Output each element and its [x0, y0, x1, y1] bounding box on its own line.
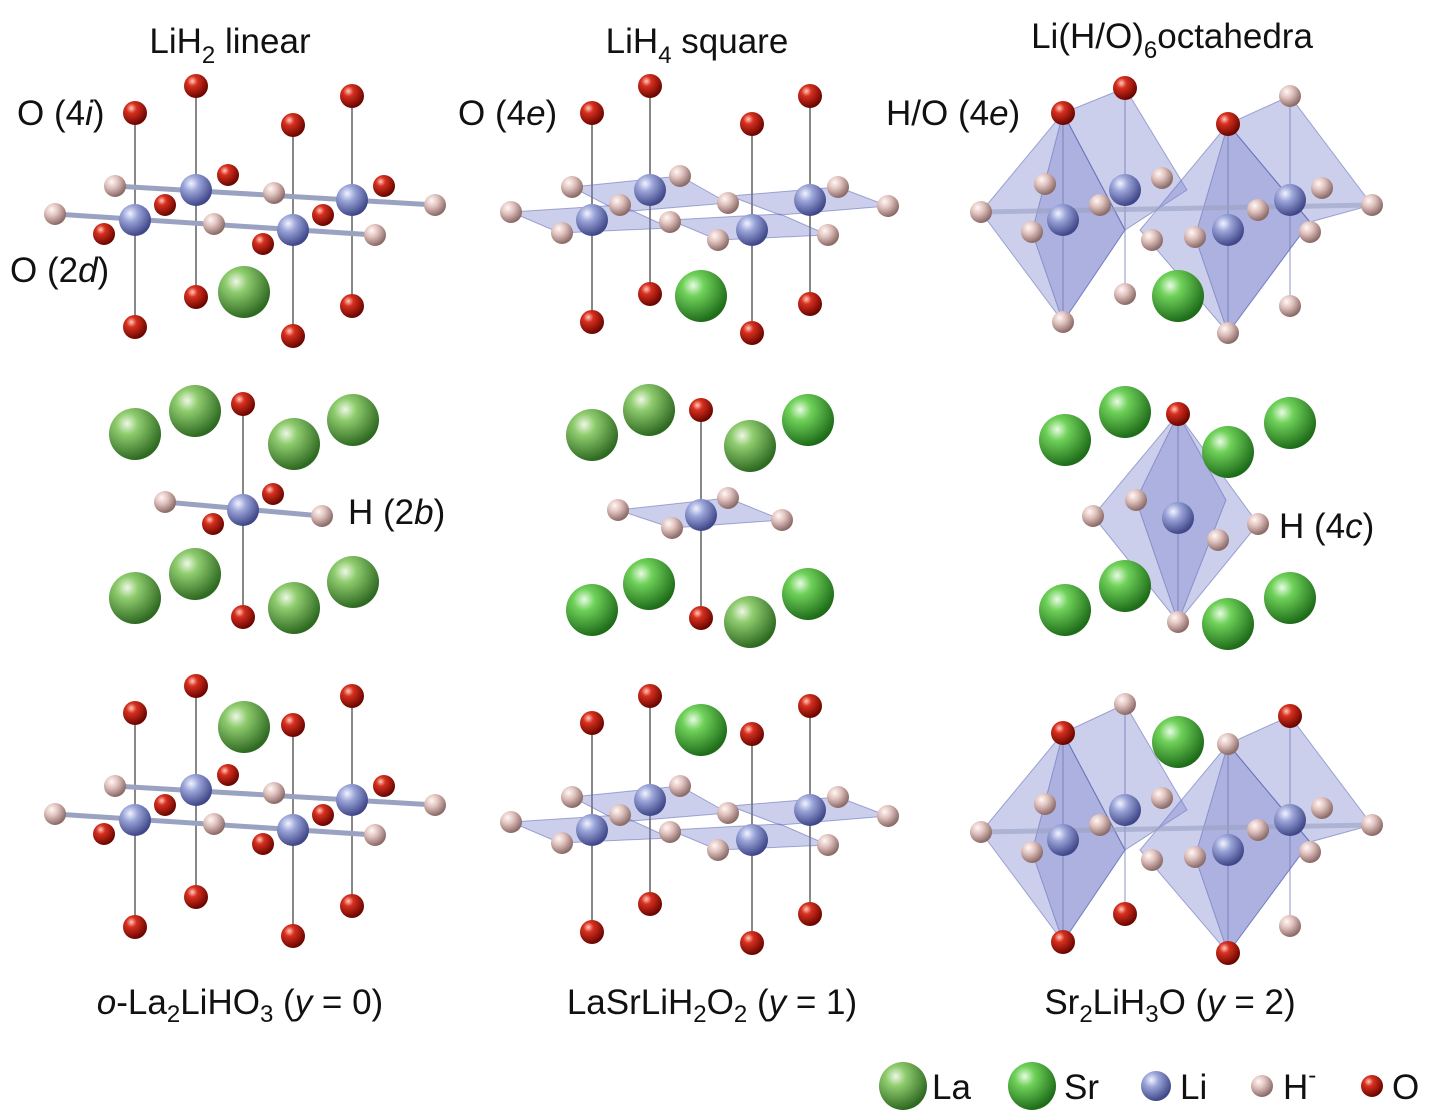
label-ho-4e: H/O (4e) — [886, 94, 1020, 133]
label-h-2b: H (2b) — [348, 493, 445, 532]
legend-item-h: H- — [1251, 1062, 1316, 1107]
li-sphere-icon — [1141, 1071, 1171, 1101]
octa-middle — [1039, 386, 1316, 650]
legend: La Sr Li H- O — [879, 1062, 1419, 1110]
square-middle — [566, 384, 834, 648]
label-o-2d: O (2d) — [10, 251, 109, 290]
linear-middle — [109, 385, 379, 634]
la-sphere-icon — [879, 1062, 927, 1110]
legend-label: O — [1392, 1068, 1419, 1107]
legend-item-o: O — [1361, 1068, 1419, 1107]
h-sphere-icon — [1251, 1075, 1273, 1097]
label-o-4e: O (4e) — [458, 94, 557, 133]
legend-item-sr: Sr — [1008, 1062, 1099, 1110]
la-sr-atom — [675, 270, 727, 322]
title-linear: LiH2 linear — [149, 22, 311, 69]
la-atom — [218, 266, 270, 318]
sr-sphere-icon — [1008, 1062, 1056, 1110]
legend-label: Li — [1180, 1068, 1207, 1107]
o-atoms-4i — [123, 74, 364, 348]
legend-label: Sr — [1064, 1068, 1099, 1107]
o-sphere-icon — [1361, 1075, 1383, 1097]
h-atoms — [44, 175, 446, 246]
legend-item-la: La — [879, 1062, 971, 1110]
label-h-4c: H (4c) — [1279, 507, 1374, 546]
o-atoms-2d — [93, 164, 395, 255]
square-bottom — [500, 684, 899, 955]
linear-bottom — [44, 674, 446, 948]
octa-structure — [970, 76, 1383, 344]
legend-item-li: Li — [1141, 1068, 1207, 1107]
label-o-4i: O (4i) — [17, 94, 105, 133]
title-octahedra: Li(H/O)6octahedra — [1031, 17, 1313, 64]
legend-label: H- — [1283, 1062, 1316, 1107]
octa-bottom — [970, 693, 1383, 965]
title-square: LiH4 square — [606, 22, 789, 69]
compound-label-y0: o-La2LiHO3 (y = 0) — [97, 983, 383, 1028]
legend-label: La — [932, 1068, 971, 1107]
li-atoms — [119, 174, 368, 246]
square-structure — [500, 74, 899, 345]
compound-label-y2: Sr2LiH3O (y = 2) — [1044, 983, 1295, 1028]
linear-structure — [44, 74, 446, 348]
compound-label-y1: LaSrLiH2O2 (y = 1) — [567, 983, 857, 1028]
